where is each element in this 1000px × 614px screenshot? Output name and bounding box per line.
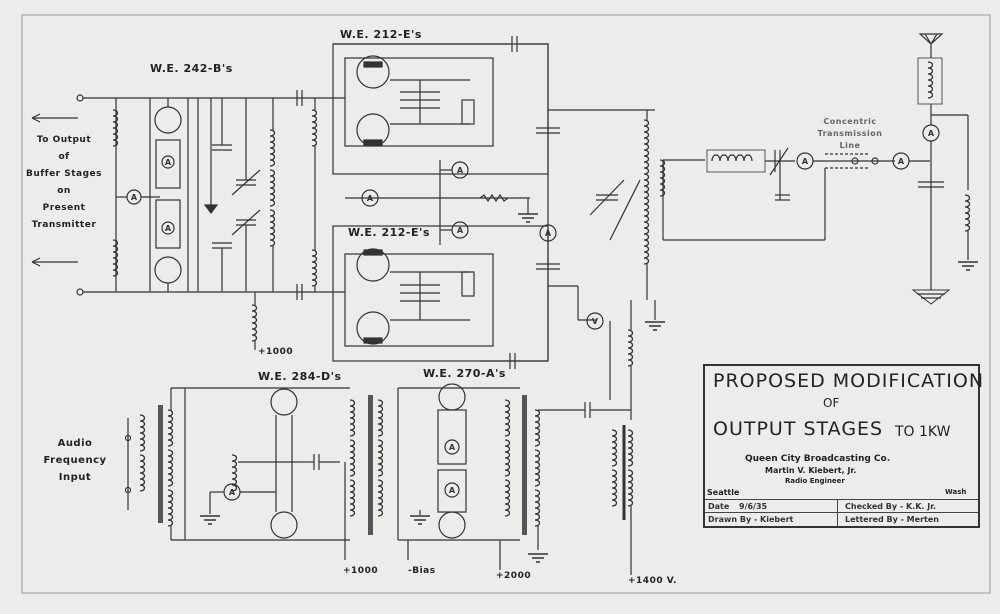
ammeter-label: A: [449, 443, 456, 452]
voltage-plus2000: +2000: [496, 571, 532, 581]
tube-label-284d: W.E. 284-D's: [258, 370, 342, 383]
voltage-minus-bias: -Bias: [408, 566, 436, 576]
title-line-3: OUTPUT STAGES: [713, 418, 884, 440]
ammeter-label: A: [367, 194, 374, 203]
tube-label-212e-top: W.E. 212-E's: [340, 28, 422, 41]
title-line-3-suffix: TO 1KW: [895, 424, 951, 440]
drawn-by: Drawn By - Kiebert: [708, 515, 794, 524]
ammeter-label: A: [802, 157, 809, 166]
note-line: Audio: [57, 438, 93, 449]
lettered-by: Lettered By - Merten: [845, 515, 939, 524]
note-line: Frequency: [43, 455, 107, 466]
voltmeter-label: V: [592, 317, 599, 326]
ammeter-label: A: [165, 224, 172, 233]
checked-by: Checked By - K.K. Jr.: [845, 502, 937, 511]
audio-input-note: Audio Frequency Input: [40, 435, 110, 486]
note-line: Present: [42, 203, 86, 213]
title-block: PROPOSED MODIFICATION OF OUTPUT STAGES T…: [703, 364, 983, 528]
voltage-plus1000-bottom: +1000: [343, 566, 379, 576]
buffer-stage-note: To Output of Buffer Stages on Present Tr…: [18, 132, 110, 234]
note-line: Concentric: [823, 117, 877, 126]
ammeter-label: A: [449, 486, 456, 495]
company-name: Queen City Broadcasting Co.: [745, 454, 891, 464]
title-line-1: PROPOSED MODIFICATION: [713, 370, 985, 392]
date-label: Date: [708, 502, 730, 511]
note-line: Line: [839, 141, 861, 150]
tube-label-242b: W.E. 242-B's: [150, 62, 233, 75]
note-line: Transmission: [817, 129, 883, 138]
tube-label-270a: W.E. 270-A's: [423, 367, 506, 380]
engineer-name: Martin V. Kiebert, Jr.: [765, 466, 857, 475]
city-label: Seattle: [707, 488, 740, 497]
ammeter-label: A: [165, 158, 172, 167]
voltage-plus1400: +1400 V.: [628, 576, 677, 586]
ammeter-label: A: [545, 229, 552, 238]
date-value: 9/6/35: [739, 502, 768, 511]
engineer-role: Radio Engineer: [785, 477, 845, 485]
note-line: Input: [58, 472, 92, 483]
state-label: Wash: [945, 488, 967, 496]
ammeter-label: A: [928, 129, 935, 138]
ammeter-label: A: [898, 157, 905, 166]
note-line: on: [57, 186, 71, 196]
voltage-plus1000-top: +1000: [258, 347, 294, 357]
note-line: To Output: [36, 135, 92, 145]
note-line: Buffer Stages: [25, 169, 103, 179]
ammeter-label: A: [131, 193, 138, 202]
ammeter-label: A: [457, 226, 464, 235]
ammeter-label: A: [457, 166, 464, 175]
note-line: of: [58, 152, 70, 162]
transmission-line-note: Concentric Transmission Line: [800, 116, 900, 152]
note-line: Transmitter: [31, 220, 97, 230]
ammeter-label: A: [229, 488, 236, 497]
title-line-2: OF: [823, 396, 840, 410]
tube-label-212e-bottom: W.E. 212-E's: [348, 226, 430, 239]
